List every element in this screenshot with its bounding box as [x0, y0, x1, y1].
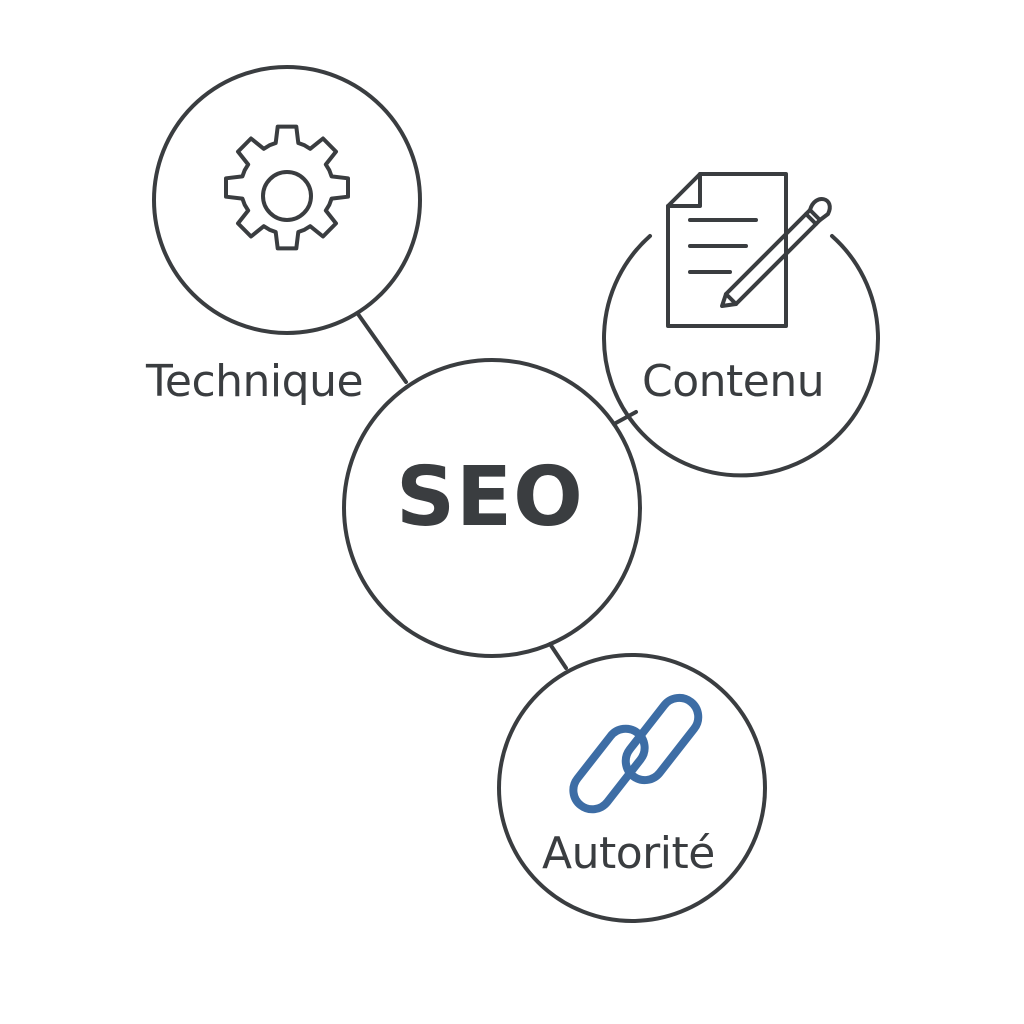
autorite-circle: [497, 653, 767, 923]
seo-label: SEO: [396, 450, 584, 545]
document-pencil-icon: [666, 172, 832, 328]
link-chain-icon: [569, 693, 703, 814]
connector-seo-contenu: [612, 410, 638, 426]
contenu-circle: [602, 234, 880, 478]
seo-circle: [342, 358, 642, 658]
contenu-label: Contenu: [642, 356, 825, 407]
autorite-label: Autorité: [542, 828, 715, 879]
technique-circle: [152, 65, 422, 335]
connector-technique-seo: [356, 312, 408, 384]
gear-icon: [224, 124, 350, 251]
technique-label: Technique: [146, 356, 364, 407]
connector-seo-autorite: [548, 642, 568, 670]
